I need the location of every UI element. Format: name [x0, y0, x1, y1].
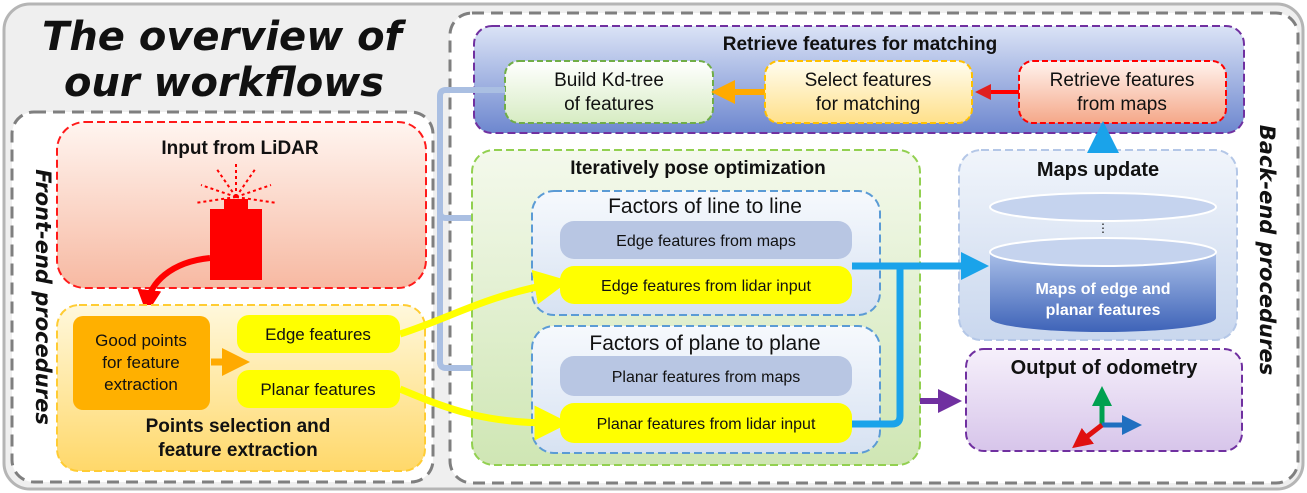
- planar-features-box: [237, 370, 400, 408]
- line-factor-title: Factors of line to line: [608, 195, 802, 218]
- selection-caption-line-2: feature extraction: [158, 440, 317, 461]
- planar-lidar-pill: [560, 403, 852, 443]
- lidar-input-title: Input from LiDAR: [161, 138, 319, 159]
- retrieve-maps-line-2: from maps: [1077, 94, 1167, 115]
- front-end-label: Front-end procedures: [31, 169, 55, 425]
- planar-lidar-label: Planar features from lidar input: [597, 416, 816, 433]
- edge-lidar-label: Edge features from lidar input: [601, 278, 811, 295]
- planar-maps-label: Planar features from maps: [612, 369, 801, 386]
- lidar-sensor-icon: [194, 162, 278, 280]
- edge-features-box: [237, 315, 400, 353]
- select-features-line-2: for matching: [816, 94, 921, 115]
- planar-features-label: Planar features: [260, 380, 375, 399]
- planar-lidar-to-maps-connector: [852, 266, 904, 428]
- select-features-box: [764, 60, 973, 124]
- optimization-title: Iteratively pose optimization: [570, 158, 826, 179]
- back-end-label: Back-end procedures: [1255, 125, 1279, 375]
- kdtree-to-factors-connector: [437, 87, 505, 364]
- planar-features-arrow: [398, 385, 570, 441]
- good-points-line-2: for feature: [102, 353, 180, 372]
- edge-features-arrow: [398, 269, 570, 338]
- title-line-1: The overview of: [42, 14, 407, 60]
- good-points-line-3: extraction: [104, 375, 178, 394]
- maps-database-icon: ⋮: [989, 192, 1217, 332]
- edge-lidar-pill: [560, 266, 852, 304]
- kdtree-to-line-factor-arrow: [437, 206, 552, 230]
- select-features-line-1: Select features: [805, 70, 932, 91]
- kdtree-line-1: Build Kd-tree: [554, 70, 664, 91]
- good-points-line-1: Good points: [95, 331, 187, 350]
- maps-update-title: Maps update: [1037, 159, 1159, 181]
- title-line-2: our workflows: [64, 60, 384, 106]
- kdtree-line-2: of features: [564, 94, 654, 115]
- kdtree-to-plane-factor-arrow: [437, 356, 552, 380]
- lidar-to-selection-arrow: [137, 255, 211, 314]
- edge-maps-label: Edge features from maps: [616, 233, 796, 250]
- selection-caption-line-1: Points selection and: [146, 416, 331, 437]
- retrieve-maps-line-1: Retrieve features: [1050, 70, 1195, 91]
- coordinate-axes-icon: [1072, 386, 1142, 449]
- planar-maps-pill: [560, 356, 852, 396]
- maps-db-line-2: planar features: [1046, 302, 1161, 319]
- odometry-title: Output of odometry: [1011, 357, 1199, 379]
- retrieve-title: Retrieve features for matching: [723, 34, 998, 55]
- retrieve-maps-box: [1018, 60, 1227, 124]
- plane-factor-title: Factors of plane to plane: [589, 332, 820, 355]
- maps-dots: ⋮: [1097, 221, 1109, 235]
- edge-features-label: Edge features: [265, 325, 371, 344]
- good-points-box: [73, 316, 210, 410]
- maps-db-line-1: Maps of edge and: [1035, 281, 1170, 298]
- edge-maps-pill: [560, 221, 852, 259]
